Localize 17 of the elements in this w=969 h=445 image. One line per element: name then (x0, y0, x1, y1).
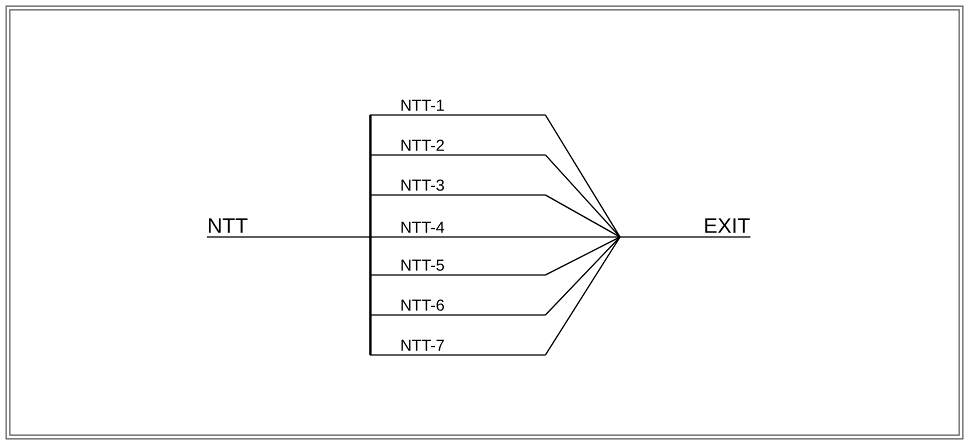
labeled-line: NTT-6 (370, 299, 546, 316)
labeled-line: NTT-7 (370, 340, 546, 356)
connector-line (545, 236, 620, 276)
connector-line (544, 236, 621, 356)
connector-line (545, 194, 620, 238)
branch-bar (369, 115, 372, 355)
connector-line (544, 236, 620, 316)
connector-line (545, 236, 620, 238)
connector-line (544, 154, 620, 238)
labeled-line: NTT-4 (370, 222, 546, 238)
labeled-line: NTT-1 (370, 100, 546, 116)
labeled-line: NTT-2 (370, 140, 546, 156)
connector-line (544, 114, 621, 238)
labeled-line: NTT-5 (370, 260, 546, 276)
labeled-line: EXIT (620, 218, 750, 238)
labeled-line: NTT-3 (370, 179, 546, 196)
labeled-line: NTT (207, 218, 370, 238)
